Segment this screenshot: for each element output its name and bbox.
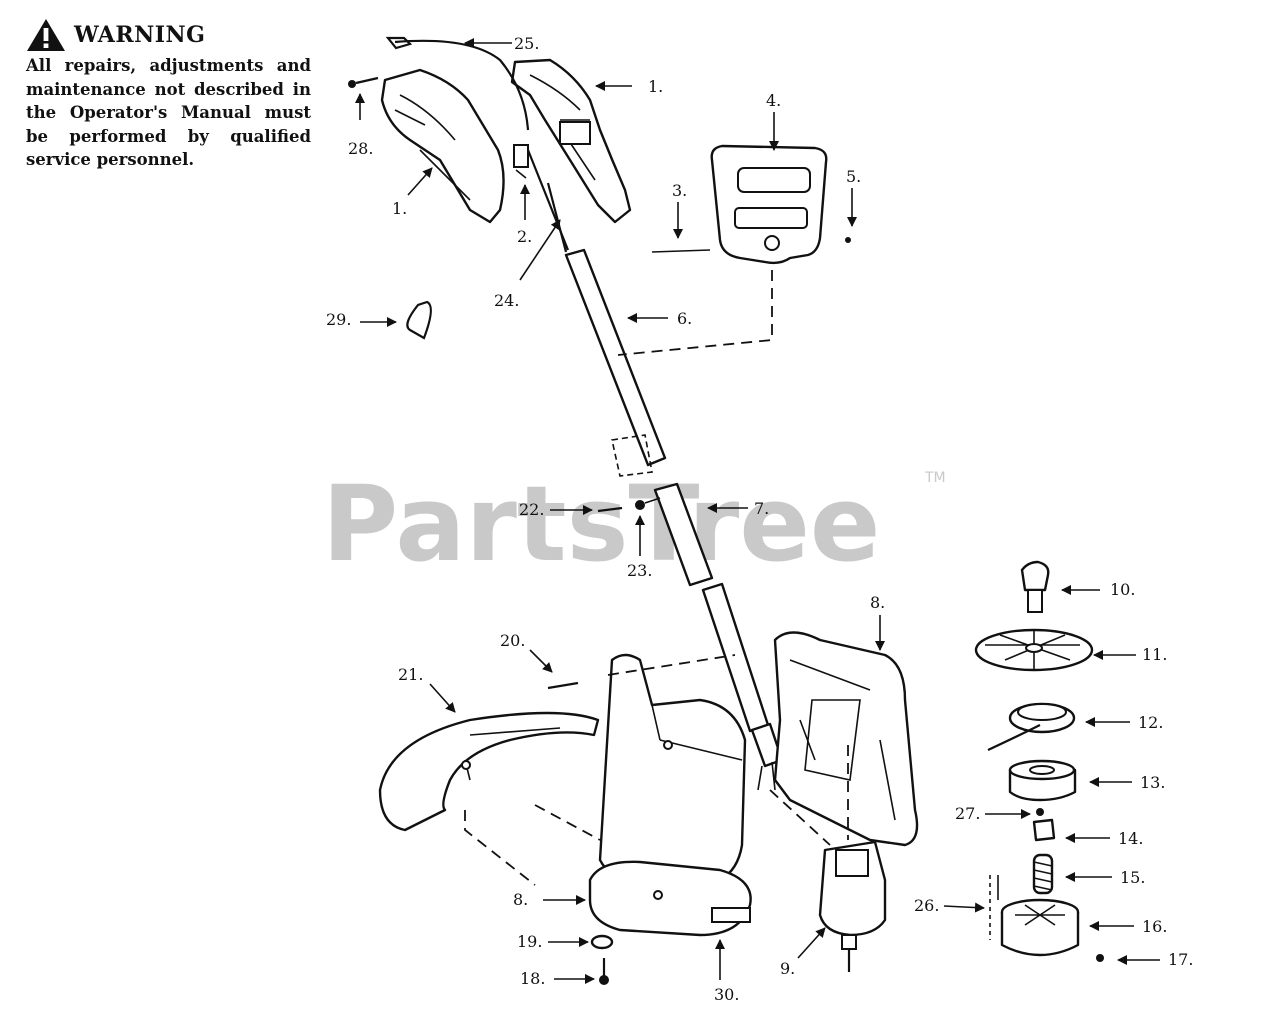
warning-title: WARNING [74,22,206,48]
callout-14: 14. [1118,829,1143,848]
middle-shaft [653,482,714,587]
callout-26: 26. [914,896,939,915]
housing-guide [607,654,736,676]
watermark-brand: PartsTree [322,463,880,585]
callout-6: 6. [677,309,692,328]
callout-4: 4. [766,91,781,110]
screw-28 [348,76,379,88]
callout-1-left: 1. [392,199,407,218]
switch-2 [513,144,529,179]
callout-22: 22. [519,500,544,519]
cover-guide [617,270,773,356]
callout-2: 2. [517,227,532,246]
motor-housing-left [588,653,752,937]
spool-12 [987,702,1076,751]
screw-3 [651,249,711,253]
cord-plug [385,36,413,50]
callout-7: 7. [754,499,769,518]
decal [611,434,653,477]
spool-cover-11 [974,628,1094,672]
callout-16: 16. [1142,917,1167,936]
callout-18: 18. [520,969,545,988]
warning-header: WARNING [26,18,311,52]
hub-16 [1000,898,1080,957]
motor-guide [769,745,849,846]
key-26 [989,875,999,940]
handle-half-right [510,58,632,224]
callout-23: 23. [627,561,652,580]
callout-3: 3. [672,181,687,200]
nut-5 [845,237,851,243]
callout-27: 27. [955,804,980,823]
callout-24: 24. [494,291,519,310]
cord [394,39,530,131]
callout-5: 5. [846,167,861,186]
callout-9: 9. [780,959,795,978]
callout-20: 20. [500,631,525,650]
callout-29: 29. [326,310,351,329]
spring-housing-13 [1008,759,1077,802]
callout-19: 19. [517,932,542,951]
warning-text: All repairs, adjustments and maintenance… [26,56,311,169]
callout-11: 11. [1142,645,1167,664]
cable-24 [546,182,568,253]
watermark-tm: TM [924,470,946,486]
guard [378,711,600,832]
callout-17: 17. [1168,950,1193,969]
motor-housing-right [773,631,919,847]
callout-28: 28. [348,139,373,158]
handle-cover [710,144,828,265]
screw-20 [547,681,579,690]
callout-13: 13. [1140,773,1165,792]
callout-12: 12. [1138,713,1163,732]
callout-25: 25. [514,34,539,53]
warning-box: WARNING All repairs, adjustments and mai… [26,18,311,172]
callout-labels: 25. 1. 28. 1. 2. 4. 3. 5. 24. 6. 29. 22.… [326,34,1193,1004]
screw-18 [599,958,609,985]
guard-guide [464,804,601,886]
callout-1-right: 1. [648,77,663,96]
callout-30: 30. [714,985,739,1004]
callout-15: 15. [1120,868,1145,887]
callout-8-left: 8. [513,890,528,909]
leader-arrows [355,38,1160,984]
motor [818,840,887,972]
warning-triangle-icon [27,19,65,51]
retainer-14 [1032,818,1056,842]
spring-15 [1032,853,1054,895]
ring-27 [1036,808,1044,816]
clip-29 [406,300,432,340]
handle-half-left [380,68,505,224]
callout-10: 10. [1110,580,1135,599]
callout-8-right: 8. [870,593,885,612]
washer-19 [590,934,614,950]
nut-23 [635,500,645,510]
screw-17 [1096,954,1104,962]
knob-10 [1020,560,1050,613]
screw-22 [597,506,623,513]
callout-21: 21. [398,665,423,684]
